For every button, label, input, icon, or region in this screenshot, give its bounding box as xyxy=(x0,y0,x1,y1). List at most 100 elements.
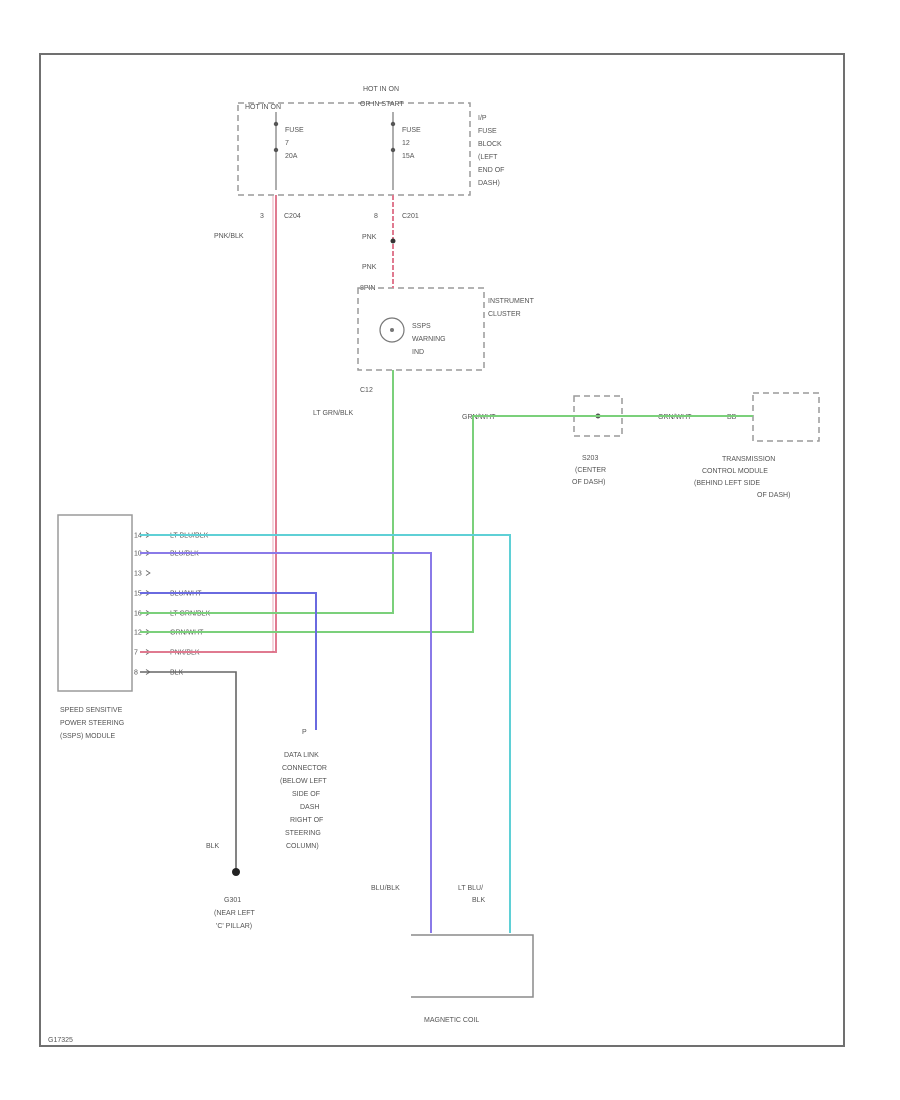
svg-text:IND: IND xyxy=(412,349,424,356)
wire-pnk-splice-dot xyxy=(390,238,396,244)
c12-label: C12 xyxy=(360,387,373,394)
svg-text:(CENTER: (CENTER xyxy=(575,467,606,474)
fuse-12-terminal-top xyxy=(390,121,396,127)
svg-text:(NEAR LEFT: (NEAR LEFT xyxy=(214,910,256,917)
c201-label: C201 xyxy=(402,213,419,220)
diagram-border xyxy=(39,53,845,1047)
module-pin-number: 7 xyxy=(134,650,138,657)
module-pin-wire-label: BLK xyxy=(170,670,184,677)
module-pin-terminal-icon xyxy=(145,570,151,576)
svg-text:'C' PILLAR): 'C' PILLAR) xyxy=(216,923,252,930)
blk-wire-label: BLK xyxy=(206,843,220,850)
wire-blk xyxy=(140,671,237,870)
svg-text:BLOCK: BLOCK xyxy=(478,141,502,148)
c204-label: C204 xyxy=(284,213,301,220)
svg-text:COLUMN): COLUMN) xyxy=(286,843,319,850)
svg-text:OF DASH): OF DASH) xyxy=(757,492,790,499)
ground-g301-label: G301 (NEAR LEFT 'C' PILLAR) xyxy=(214,897,256,930)
svg-text:S203: S203 xyxy=(582,455,598,462)
svg-text:TRANSMISSION: TRANSMISSION xyxy=(722,456,775,463)
svg-text:DASH): DASH) xyxy=(478,180,500,187)
svg-text:INSTRUMENT: INSTRUMENT xyxy=(488,298,535,305)
lt-blu-blk-coil-wire-label-1: LT BLU/ xyxy=(458,885,483,892)
svg-text:SIDE OF: SIDE OF xyxy=(292,791,320,798)
grn-wht-wire-label-2: GRN/WHT xyxy=(658,414,692,421)
pnk-wire-label-2: PNK xyxy=(362,264,377,271)
svg-text:7: 7 xyxy=(285,140,289,147)
fuse-left-header: HOT IN ON xyxy=(245,104,281,111)
magnetic-coil-label: MAGNETIC COIL xyxy=(424,1017,479,1024)
ssps-warning-lamp-center xyxy=(390,328,394,332)
svg-text:12: 12 xyxy=(402,140,410,147)
c8pin-label: 8PIN xyxy=(360,285,376,292)
ground-g301-icon xyxy=(232,868,240,876)
fuse-block-location-label: I/P FUSE BLOCK (LEFT END OF DASH) xyxy=(478,115,504,187)
magnetic-coil-box xyxy=(411,934,534,998)
wire-grn-wht xyxy=(140,415,753,633)
svg-text:SSPS: SSPS xyxy=(412,323,431,330)
fuse-7: FUSE 7 20A xyxy=(273,112,304,190)
s203-label: S203 (CENTER OF DASH) xyxy=(572,455,606,486)
module-pin-number: 8 xyxy=(134,670,138,677)
svg-text:(BELOW LEFT: (BELOW LEFT xyxy=(280,778,327,785)
fuse-top-header-2: OR IN START xyxy=(360,101,404,108)
diagram-code: G17325 xyxy=(48,1037,73,1044)
instrument-cluster-label: INSTRUMENT CLUSTER xyxy=(488,298,535,318)
svg-text:(BEHIND LEFT SIDE: (BEHIND LEFT SIDE xyxy=(694,480,760,487)
ssps-module-box xyxy=(57,514,133,692)
svg-text:G301: G301 xyxy=(224,897,241,904)
instrument-cluster-outline xyxy=(357,287,485,371)
fuse-12: FUSE 12 15A xyxy=(390,112,421,190)
svg-text:RIGHT OF: RIGHT OF xyxy=(290,817,323,824)
lt-blu-blk-coil-wire-label-2: BLK xyxy=(472,897,486,904)
svg-text:FUSE: FUSE xyxy=(478,128,497,135)
svg-text:(SSPS) MODULE: (SSPS) MODULE xyxy=(60,733,116,740)
tcm-pin-label: BB xyxy=(727,414,737,421)
wire-lt-grn-blk xyxy=(140,370,394,614)
svg-text:CLUSTER: CLUSTER xyxy=(488,311,521,318)
svg-text:DASH: DASH xyxy=(300,804,319,811)
svg-text:CONNECTOR: CONNECTOR xyxy=(282,765,327,772)
module-pin-number: 10 xyxy=(134,551,142,558)
fuse-7-terminal-bottom xyxy=(273,147,279,153)
c201-pin: 8 xyxy=(374,213,378,220)
pnk-wire-label-1: PNK xyxy=(362,234,377,241)
wire-lt-blu-blk xyxy=(140,534,511,933)
svg-text:STEERING: STEERING xyxy=(285,830,321,837)
module-pin-number: 15 xyxy=(134,591,142,598)
module-pin-number: 13 xyxy=(134,571,142,578)
svg-text:(LEFT: (LEFT xyxy=(478,154,498,161)
fuse-12-terminal-bottom xyxy=(390,147,396,153)
svg-text:I/P: I/P xyxy=(478,115,487,122)
svg-text:WARNING: WARNING xyxy=(412,336,446,343)
pnk-blk-wire-label: PNK/BLK xyxy=(214,233,244,240)
svg-text:FUSE: FUSE xyxy=(402,127,421,134)
c204-pin: 3 xyxy=(260,213,264,220)
blu-blk-coil-wire-label: BLU/BLK xyxy=(371,885,400,892)
svg-text:DATA LINK: DATA LINK xyxy=(284,752,319,759)
wire-blu-wht xyxy=(140,592,317,730)
svg-text:OF DASH): OF DASH) xyxy=(572,479,605,486)
tcm-label: TRANSMISSION CONTROL MODULE (BEHIND LEFT… xyxy=(694,456,790,499)
svg-text:SPEED SENSITIVE: SPEED SENSITIVE xyxy=(60,707,123,714)
dlc-pin: P xyxy=(302,729,307,736)
fuse-7-terminal-top xyxy=(273,121,279,127)
lt-grn-blk-wire-label: LT GRN/BLK xyxy=(313,410,354,417)
ssps-warning-indicator-label: SSPS WARNING IND xyxy=(412,323,446,356)
wire-pnk-blk xyxy=(140,195,277,653)
svg-text:CONTROL MODULE: CONTROL MODULE xyxy=(702,468,768,475)
svg-text:15A: 15A xyxy=(402,153,415,160)
fuse-block-outline xyxy=(237,102,471,196)
module-pin-number: 12 xyxy=(134,630,142,637)
svg-text:FUSE: FUSE xyxy=(285,127,304,134)
ssps-warning-lamp-icon xyxy=(379,317,405,343)
dlc-label: DATA LINK CONNECTOR (BELOW LEFT SIDE OF … xyxy=(280,752,327,850)
svg-text:20A: 20A xyxy=(285,153,298,160)
module-pin-number: 14 xyxy=(134,533,142,540)
wire-blu-blk xyxy=(140,552,432,933)
svg-text:POWER STEERING: POWER STEERING xyxy=(60,720,124,727)
tcm-outline xyxy=(752,392,820,442)
ssps-module-label: SPEED SENSITIVE POWER STEERING (SSPS) MO… xyxy=(60,707,124,740)
